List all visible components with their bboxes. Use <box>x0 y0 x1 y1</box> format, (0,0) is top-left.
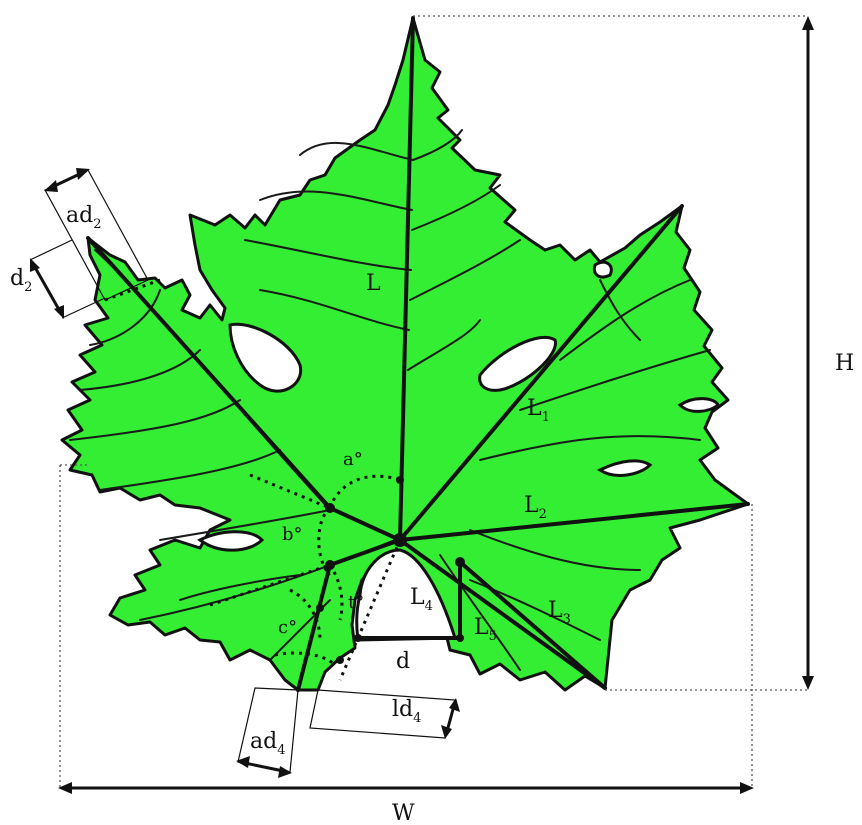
ad4-arrowhead-2 <box>278 766 292 778</box>
right-lower-sinus <box>597 459 653 477</box>
label-ld4: ld4 <box>392 697 421 726</box>
angle-arc-c2 <box>274 651 337 667</box>
H-arrowhead-bottom <box>802 676 814 690</box>
label-L2: L2 <box>524 493 547 522</box>
label-ad4: ad4 <box>250 729 285 758</box>
measurement-points <box>316 476 465 664</box>
line-construction-4 <box>104 278 161 302</box>
vein <box>244 239 412 271</box>
right-sinus-small <box>677 397 720 413</box>
line-construction-1 <box>249 473 331 510</box>
branch-point-left <box>325 503 335 513</box>
angle-arc-a <box>328 474 401 509</box>
label-ad2: ad2 <box>66 203 101 232</box>
top-right-notch <box>592 260 613 279</box>
vein <box>89 289 161 346</box>
point-d-left <box>354 634 362 642</box>
line-construction-2 <box>209 563 331 607</box>
upper-right-sinus <box>478 335 557 392</box>
vein <box>469 529 641 571</box>
label-L5: L5 <box>474 615 497 644</box>
label-d: d <box>396 649 410 674</box>
ld4-arrowhead-2 <box>441 725 452 739</box>
label-L1: L1 <box>527 396 550 425</box>
ld4-arrowhead-1 <box>449 698 460 712</box>
label-L4: L4 <box>410 585 433 614</box>
line-L2 <box>398 502 750 542</box>
vein <box>259 190 413 211</box>
lower-left-sinus <box>197 530 265 552</box>
dimension-frame <box>58 15 814 794</box>
vein <box>439 554 521 671</box>
line-L1 <box>398 204 684 542</box>
point-L5-top <box>455 557 465 567</box>
vein <box>519 349 711 411</box>
vein <box>479 435 701 461</box>
label-angle-a: a° <box>343 449 363 470</box>
W-arrowhead-left <box>58 782 72 794</box>
vein <box>599 279 641 341</box>
vein <box>179 574 301 601</box>
line-left-lobe <box>86 236 332 510</box>
line-L3 <box>458 560 607 690</box>
label-angle-b: b° <box>282 524 303 545</box>
line-lower-lobe <box>328 506 402 542</box>
labels: L L1 L2 L3 L4 L5 H W d ad2 d2 ad4 ld4 a°… <box>10 203 854 825</box>
label-L3: L3 <box>548 598 571 627</box>
d2-box-edge-2 <box>61 297 106 319</box>
petiole-point <box>393 533 407 547</box>
d2-arrowhead-1 <box>30 258 40 272</box>
line-L <box>398 16 415 542</box>
angle-construction <box>104 278 402 681</box>
angle-arc-b <box>317 506 332 577</box>
line-L4 <box>398 538 607 690</box>
vein <box>299 141 414 161</box>
W-arrowhead-right <box>740 782 754 794</box>
vein <box>409 239 521 301</box>
ld4-box <box>309 689 456 739</box>
label-angle-c: c° <box>278 617 297 638</box>
ad4-ld4-construction <box>236 687 460 778</box>
ad2-d2-construction <box>29 168 149 319</box>
vein <box>159 509 331 541</box>
ad2-arrowhead-2 <box>76 168 90 180</box>
point-c <box>316 604 324 612</box>
label-L-text: L <box>366 271 381 296</box>
label-W: W <box>392 801 415 825</box>
line-lower-lobe-2 <box>328 538 402 567</box>
vein <box>407 319 481 371</box>
vein <box>259 289 410 331</box>
label-d2: d2 <box>10 266 32 295</box>
label-L: L <box>366 271 381 296</box>
vein <box>412 129 463 161</box>
point-ad4 <box>336 656 344 664</box>
ad4-arrowhead-1 <box>236 756 250 768</box>
H-arrowhead-top <box>802 16 814 30</box>
ad2-arrowhead-1 <box>44 180 58 192</box>
label-angle-t: t° <box>348 592 364 613</box>
line-construction-3 <box>338 539 402 681</box>
vein <box>411 184 501 231</box>
d2-arrowhead-2 <box>54 305 64 319</box>
measurement-lines <box>86 16 750 692</box>
vein <box>99 449 281 491</box>
d2-arrow <box>30 261 64 316</box>
d2-box-edge-1 <box>29 239 73 261</box>
label-H: H <box>835 351 854 376</box>
upper-left-sinus <box>228 322 303 393</box>
branch-point-lower <box>325 560 335 570</box>
petiole-sinus <box>355 548 458 642</box>
line-lower-left <box>296 563 332 692</box>
point-d-right <box>456 634 464 642</box>
vein <box>69 399 241 441</box>
point-a <box>396 476 404 484</box>
